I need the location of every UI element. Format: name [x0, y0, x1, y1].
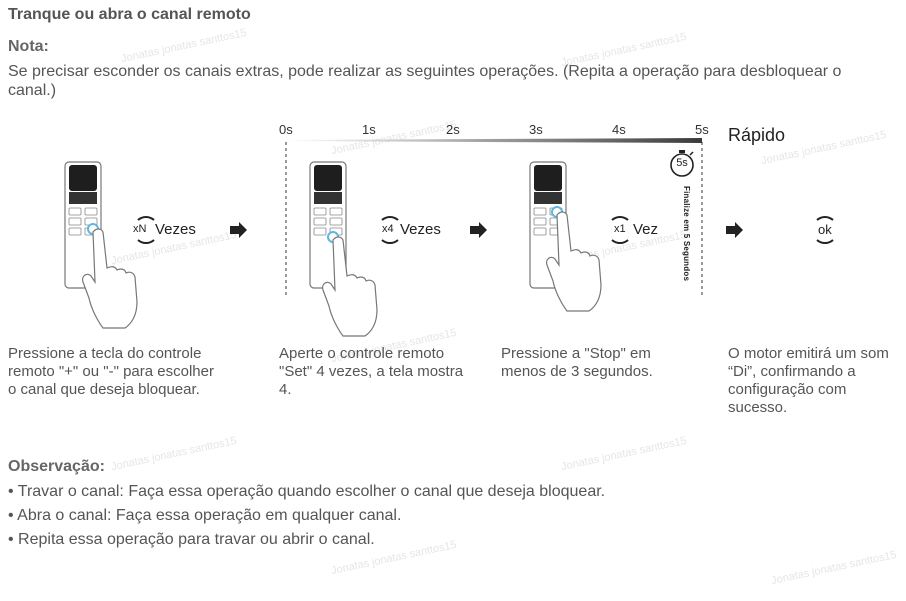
- step-1-count: xN: [133, 223, 147, 235]
- repeat-icon: [611, 216, 629, 244]
- step-2-caption: Aperte o controle remoto "Set" 4 vezes, …: [279, 345, 464, 398]
- step-3-count: x1: [614, 223, 626, 235]
- step-1-caption: Pressione a tecla do controle remoto "+"…: [8, 345, 214, 398]
- page-title: Tranque ou abra o canal remoto: [8, 6, 251, 23]
- observation-item: • Repita essa operação para travar ou ab…: [8, 531, 375, 548]
- timeline-tick-3: 3s: [529, 122, 543, 137]
- timeline-tick-2: 2s: [446, 122, 460, 137]
- step-3-times: Vez: [633, 221, 659, 238]
- observation-item: • Travar o canal: Faça essa operação qua…: [8, 483, 606, 500]
- observation-label: Observação:: [8, 458, 105, 475]
- arrow-right-icon: [726, 222, 743, 238]
- step-4-caption: O motor emitirá um som “Di”, confirmando…: [728, 345, 889, 416]
- stopwatch-label: 5s: [676, 157, 688, 169]
- note-text: Se precisar esconder os canais extras, p…: [8, 63, 842, 99]
- arrow-right-icon: [470, 222, 487, 238]
- timeline-bar: [286, 138, 702, 143]
- confirm-icon: [816, 216, 834, 244]
- timeline-tick-1: 1s: [362, 122, 376, 137]
- note-label: Nota:: [8, 38, 49, 55]
- finish-note: Finalize em 5 Segundos: [682, 186, 691, 282]
- timeline-tick-5: 5s: [695, 122, 709, 137]
- repeat-icon: [137, 216, 155, 244]
- step-2-count: x4: [382, 223, 394, 235]
- arrow-right-icon: [230, 222, 247, 238]
- repeat-icon: [381, 216, 399, 244]
- step-1-times: Vezes: [155, 221, 196, 238]
- step-2-times: Vezes: [400, 221, 441, 238]
- step-4-ok: ok: [818, 222, 832, 237]
- fast-label: Rápido: [728, 125, 786, 145]
- stopwatch-icon: [670, 150, 694, 177]
- timeline-tick-0: 0s: [279, 122, 293, 137]
- timeline-tick-4: 4s: [612, 122, 626, 137]
- observation-item: • Abra o canal: Faça essa operação em qu…: [8, 507, 402, 524]
- step-3-caption: Pressione a "Stop" em menos de 3 segundo…: [501, 345, 653, 380]
